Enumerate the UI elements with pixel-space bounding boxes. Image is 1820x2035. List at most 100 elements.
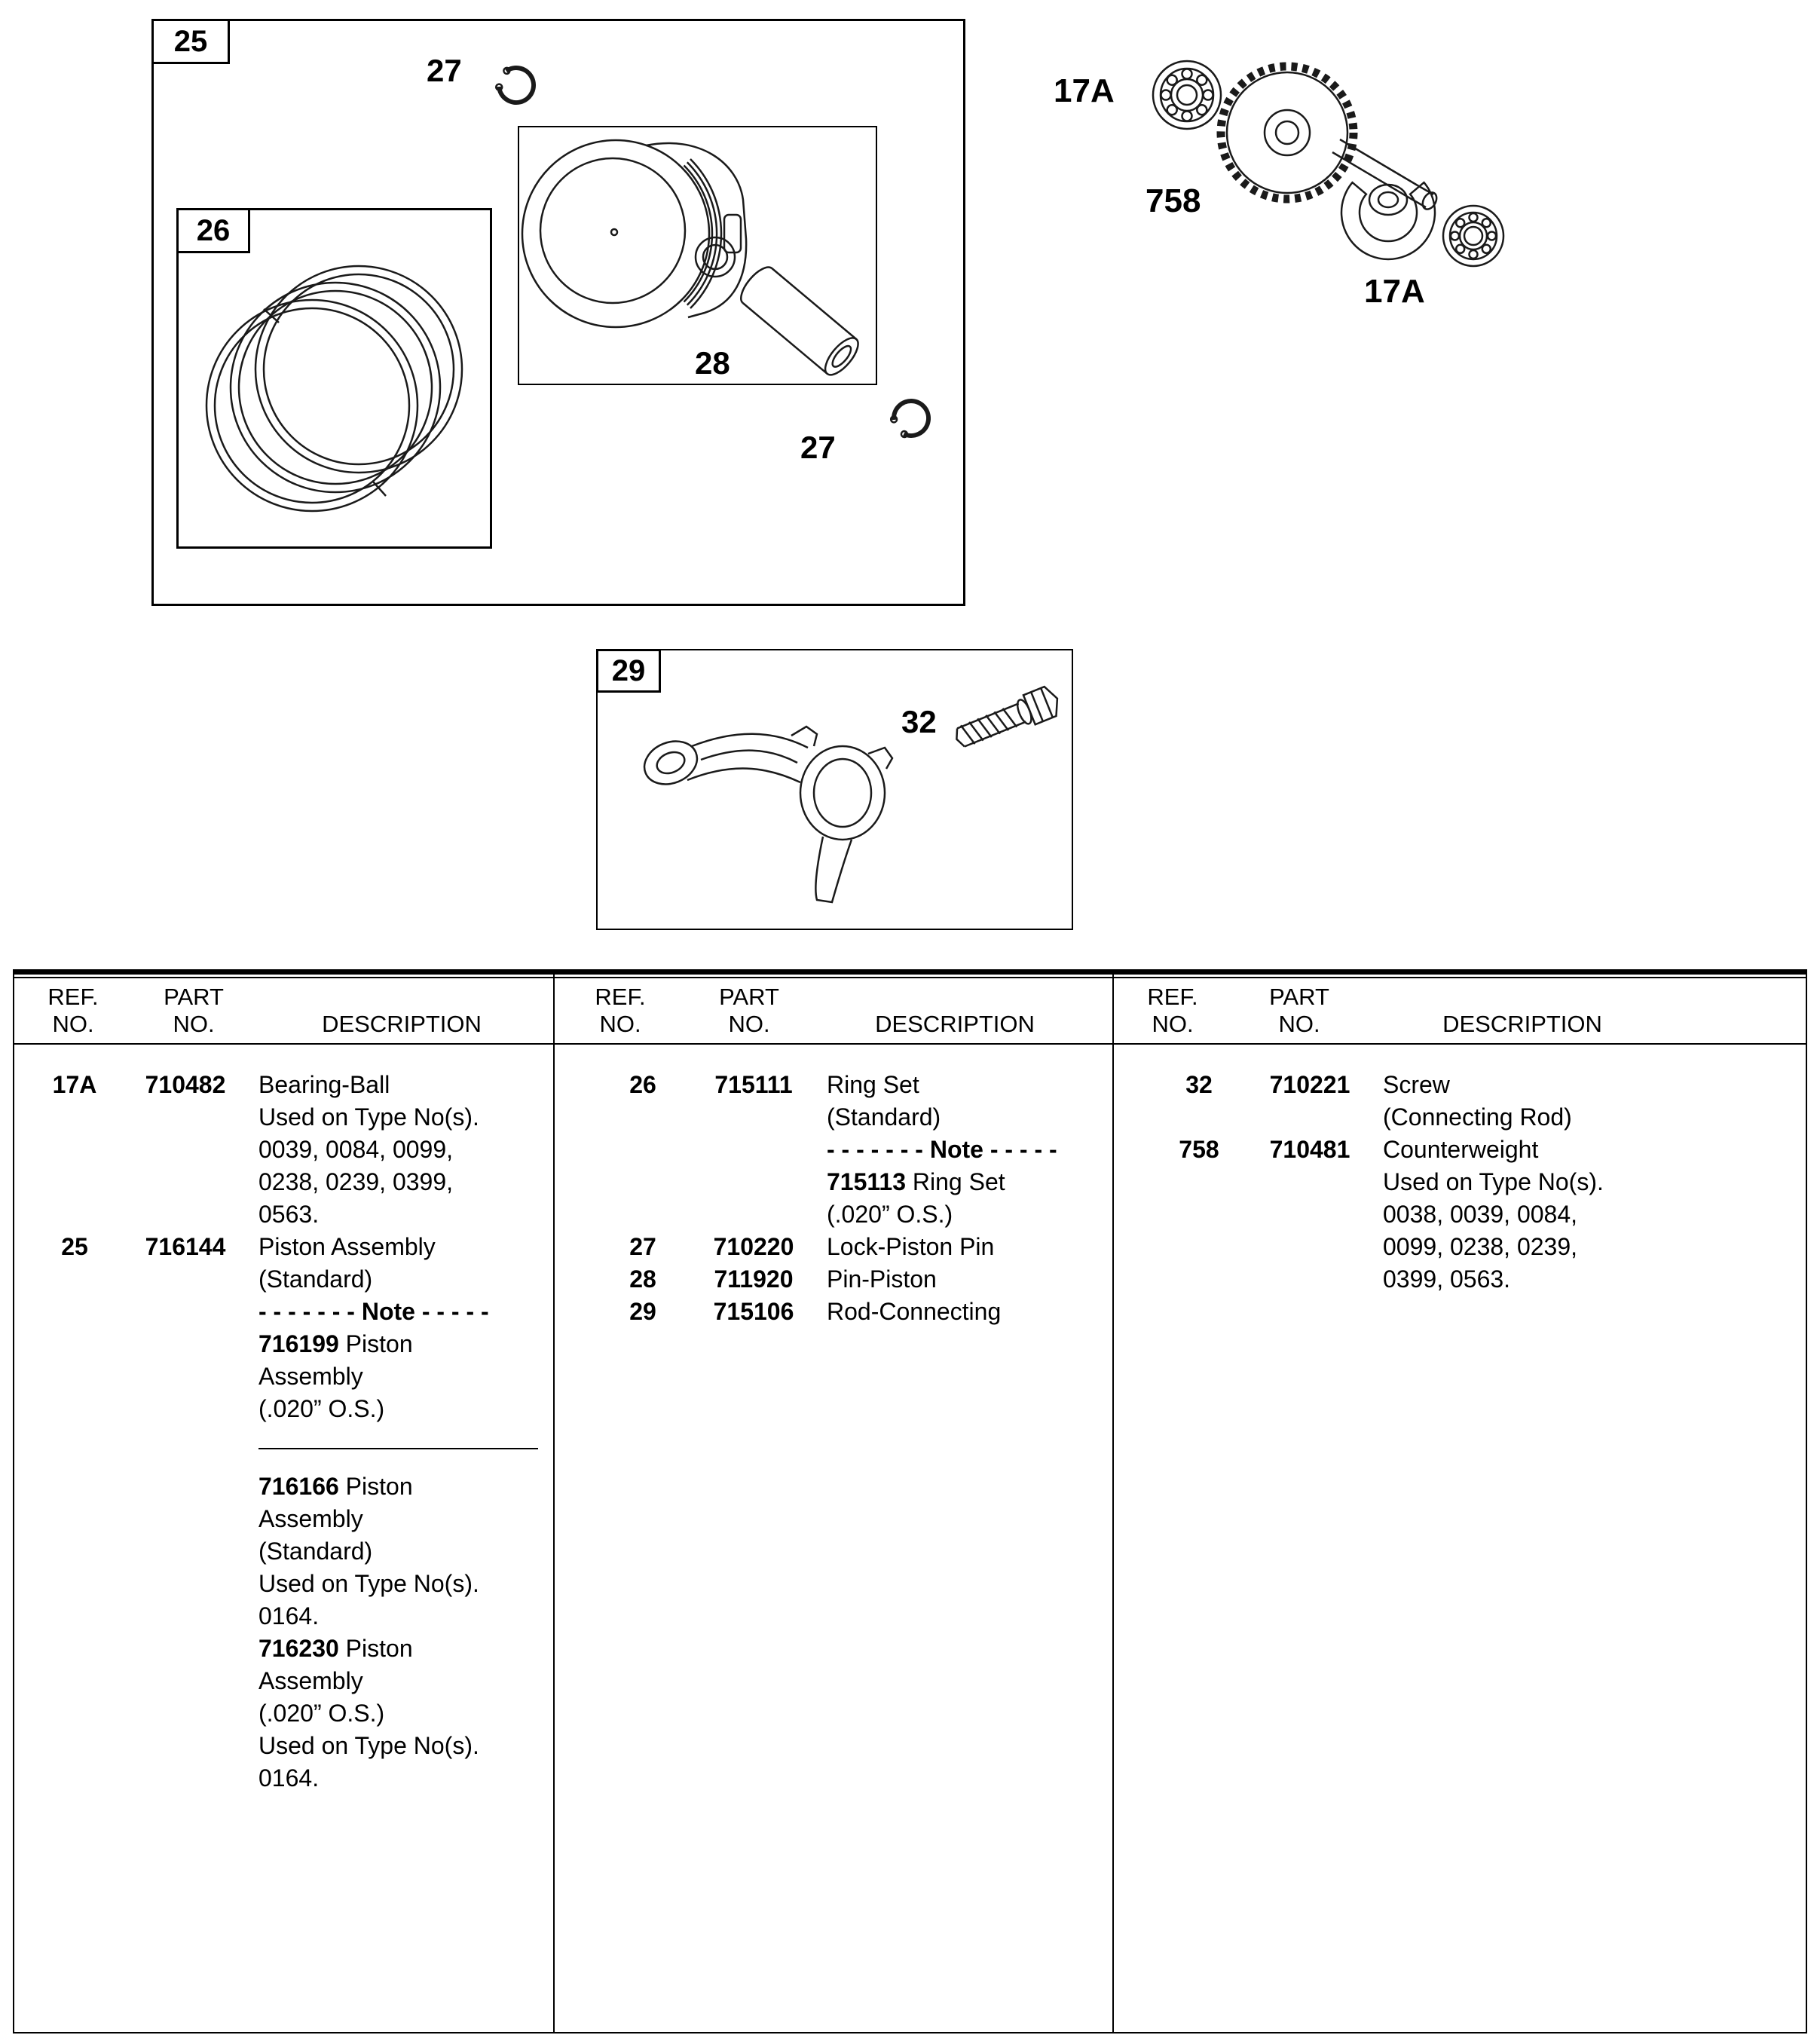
part-no-cell: 716144 [145,1233,226,1260]
description-line: Assembly [258,1667,363,1694]
col2-description-header: DESCRIPTION [875,1011,1035,1037]
ref-label-26: 26 [196,213,231,247]
description-cell: Pin-Piston [827,1263,1100,1296]
description-cell: Rod-Connecting [827,1296,1100,1328]
retaining-clip-bottom-icon [889,399,931,439]
part-no-cell: 710220 [713,1233,794,1260]
ref-no-cell: 27 [629,1233,656,1260]
piston-pin-drawing [740,266,859,376]
description-line: 716166 Piston [258,1473,413,1500]
ref-label-758: 758 [1146,182,1201,219]
description-line: Used on Type No(s). [258,1570,479,1597]
description-line: (Standard) [258,1265,373,1293]
ref-label-27-top: 27 [427,53,462,88]
col1-description-header: DESCRIPTION [322,1011,482,1037]
description-line: (Connecting Rod) [1383,1103,1572,1131]
description-line: 0563. [258,1201,320,1228]
description-cell: Piston Assembly(Standard)- - - - - - - N… [258,1231,549,1795]
col1-ref-header: REF. NO. [47,984,99,1037]
callout-box-29 [596,649,1073,930]
description-line: (.020” O.S.) [258,1395,385,1422]
description-line: 0039, 0084, 0099, [258,1136,454,1163]
description-line: 716199 Piston [258,1330,413,1357]
ball-bearing-left [1152,60,1222,130]
description-line: 0399, 0563. [1383,1265,1511,1293]
retaining-clip-top-icon [495,66,537,105]
table-row: 28 711920 Pin-Piston [605,1263,1100,1296]
part-no-cell: 710481 [1269,1136,1350,1163]
piston-rings-drawing [205,265,463,513]
description-line: Lock-Piston Pin [827,1233,995,1260]
ref-no-cell: 29 [629,1298,656,1325]
description-line: 0164. [258,1764,320,1792]
ref-label-17a-right: 17A [1364,273,1425,310]
ref-no-cell: 26 [629,1071,656,1098]
description-line: - - - - - - - Note - - - - - [827,1136,1057,1163]
column-separator-1 [553,975,555,2032]
description-line: Rod-Connecting [827,1298,1002,1325]
description-line: Used on Type No(s). [1383,1168,1604,1195]
table-row: 27 710220 Lock-Piston Pin [605,1231,1100,1263]
part-no-cell: 711920 [714,1265,794,1293]
col3-ref-header: REF. NO. [1147,984,1198,1037]
description-cell: Screw (Connecting Rod) [1383,1069,1793,1134]
description-line: Counterweight [1383,1136,1539,1163]
table-top-rule [14,977,1806,978]
col3-description-header: DESCRIPTION [1442,1011,1602,1037]
description-cell: Ring Set (Standard) - - - - - - - Note - -… [827,1069,1100,1231]
description-line: 716230 Piston [258,1635,413,1662]
counterweight-drawing [1340,181,1436,261]
col2-ref-header: REF. NO. [595,984,646,1037]
description-line: (Standard) [258,1538,373,1565]
description-line: 0038, 0039, 0084, [1383,1201,1578,1228]
description-line: Ring Set [827,1071,919,1098]
description-line: 0238, 0239, 0399, [258,1168,454,1195]
ref-label-32: 32 [901,704,937,739]
description-line: Used on Type No(s). [258,1732,479,1759]
description-line: (Standard) [827,1103,941,1131]
part-no-cell: 710482 [145,1071,226,1098]
part-no-cell: 715106 [713,1298,794,1325]
ref-no-cell: 32 [1185,1071,1213,1098]
ref-label-17a-left: 17A [1054,72,1115,109]
ref-no-cell: 758 [1179,1136,1219,1163]
col2-part-header: PART NO. [719,984,779,1037]
ref-label-25: 25 [173,24,208,58]
parts-table: REF. NO. PART NO. DESCRIPTION REF. NO. P… [13,969,1807,2033]
description-line: Assembly [258,1363,363,1390]
description-line: Screw [1383,1071,1450,1098]
table-header-rule [14,1043,1806,1045]
ref-no-cell: 28 [629,1265,656,1293]
col3-part-header: PART NO. [1269,984,1329,1037]
description-line: Used on Type No(s). [258,1103,479,1131]
ref-no-cell: 25 [61,1233,88,1260]
description-divider [258,1448,538,1449]
piston-box [518,126,877,385]
ref-label-27-bottom: 27 [800,430,836,465]
connecting-rod-drawing [643,725,894,904]
description-line: Pin-Piston [827,1265,937,1293]
col1-part-header: PART NO. [164,984,224,1037]
callout-box-26-label: 26 [176,208,250,253]
screw-drawing [956,685,1059,748]
description-line: 715113 Ring Set [827,1168,1005,1195]
description-line: (.020” O.S.) [827,1201,953,1228]
description-line: Assembly [258,1505,363,1532]
description-line: Bearing-Ball [258,1071,390,1098]
description-line: Piston Assembly [258,1233,436,1260]
column-separator-2 [1112,975,1114,2032]
callout-box-25-label: 25 [151,19,230,64]
gear-drawing [1216,62,1358,204]
description-line: 0099, 0238, 0239, [1383,1233,1578,1260]
table-row: 29 715106 Rod-Connecting [605,1296,1100,1328]
